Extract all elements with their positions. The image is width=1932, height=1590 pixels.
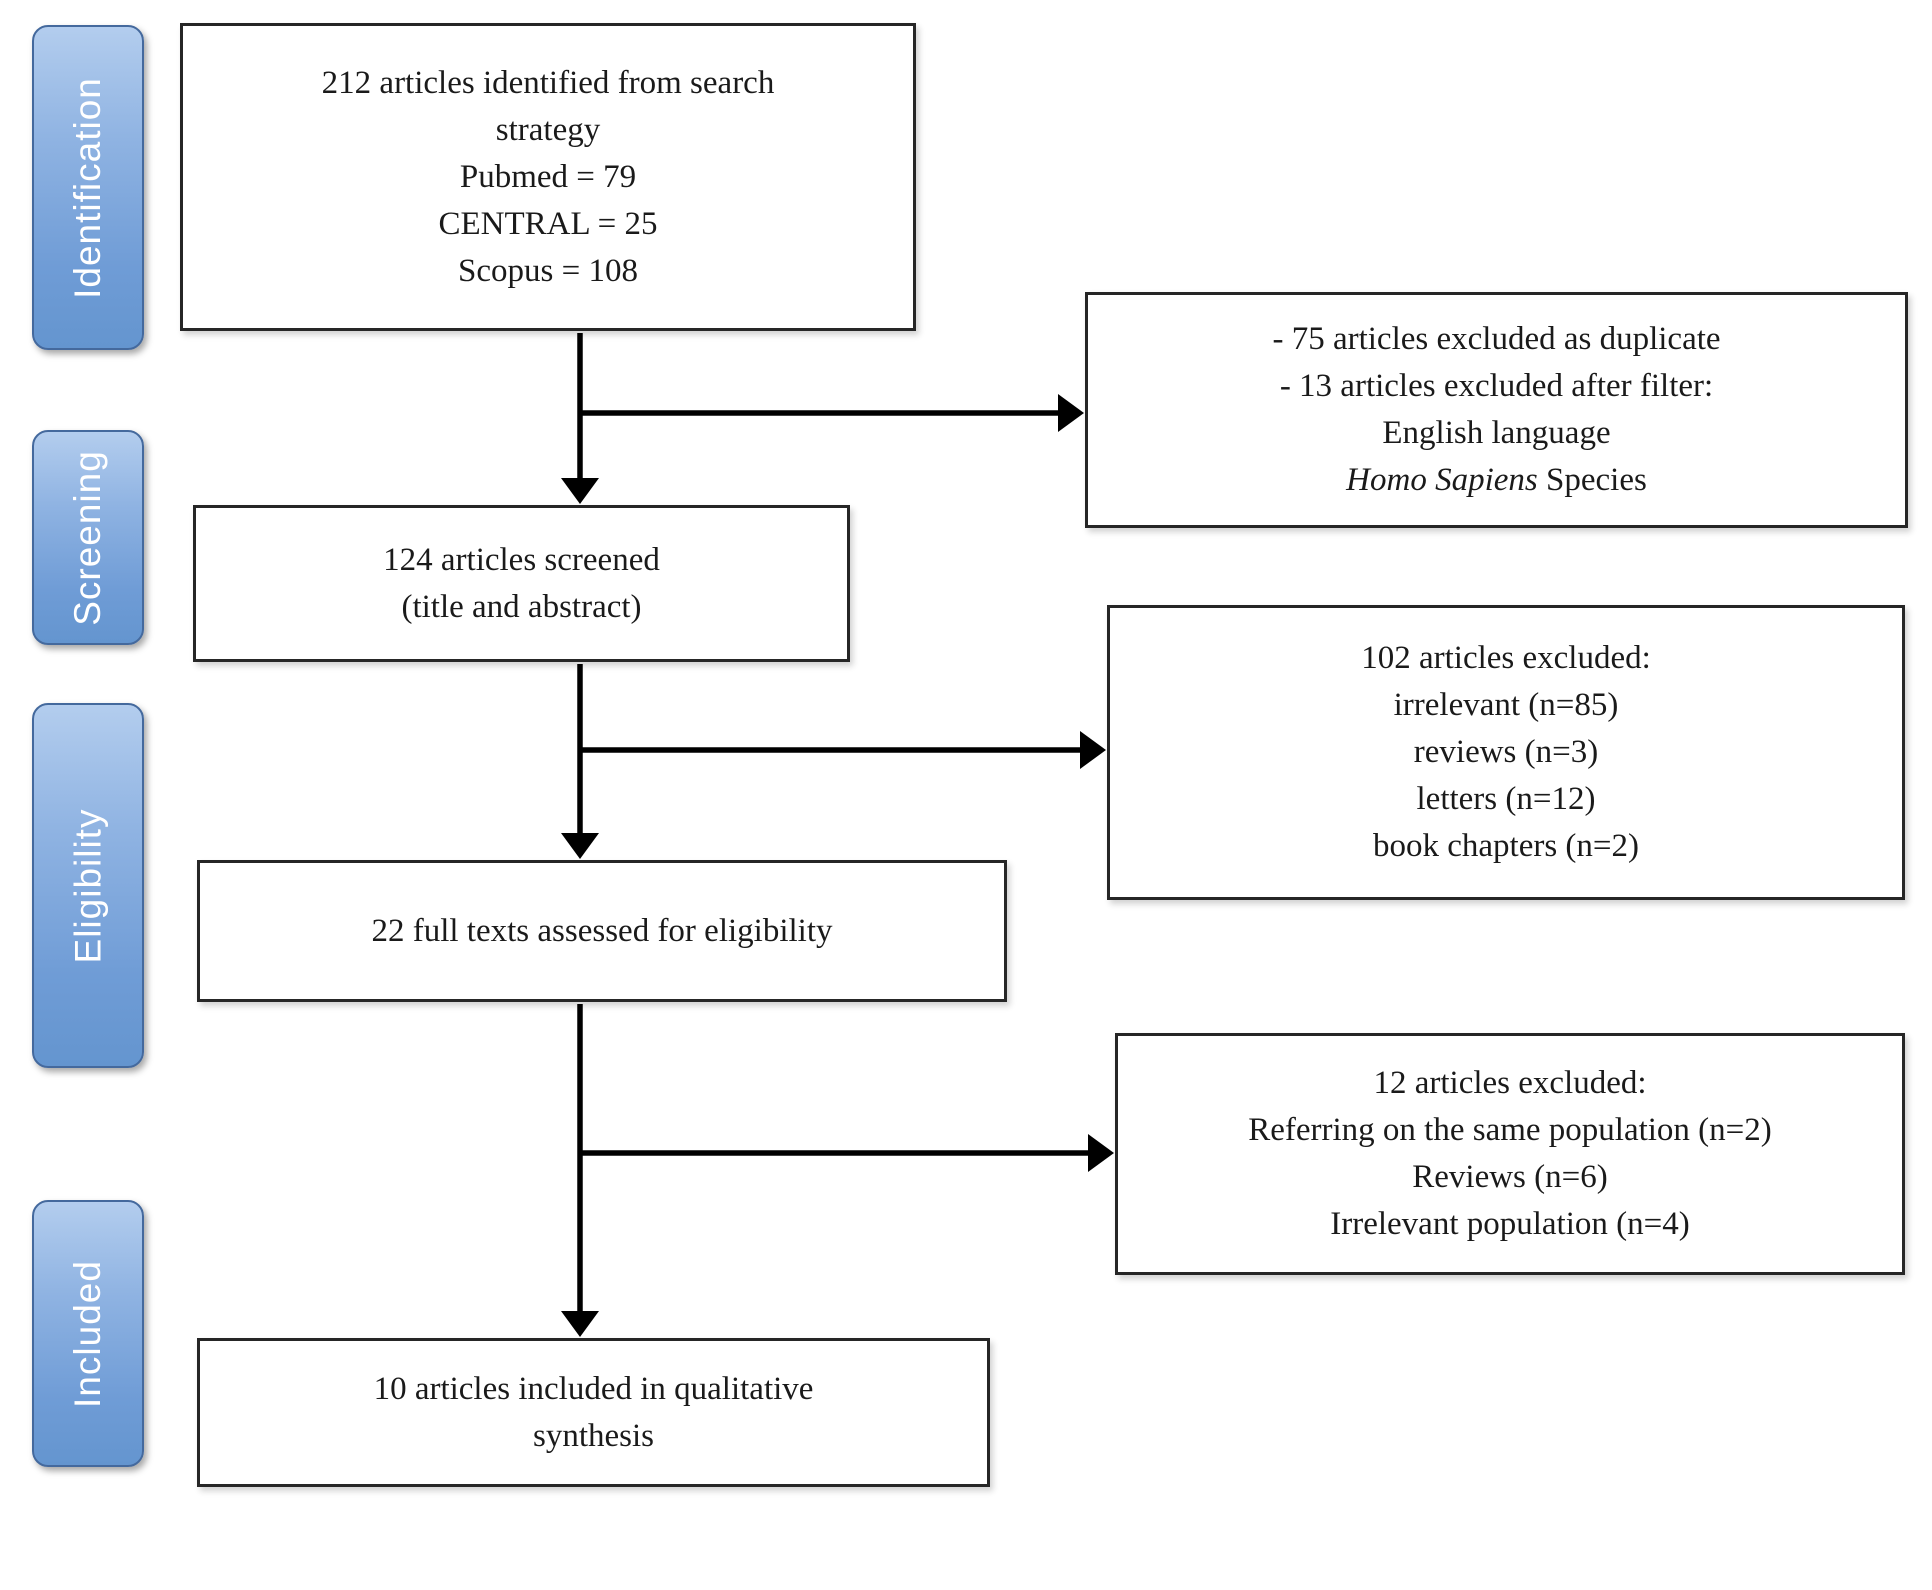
stage-label-eligibility: Eligibility — [32, 703, 144, 1068]
arrow-to-fulltext-exclusions — [580, 1134, 1114, 1172]
box-text-line: 124 articles screened — [383, 541, 660, 578]
box-text-line: Scopus = 108 — [458, 252, 638, 289]
box-text-line: book chapters (n=2) — [1372, 828, 1640, 864]
stage-label-included: Included — [32, 1200, 144, 1467]
arrow-identified-to-screened — [561, 333, 599, 504]
box-text-line: Reviews (n=6) — [1412, 1159, 1608, 1195]
box-text-line: Irrelevant population (n=4) — [1330, 1206, 1690, 1242]
box-text-line: reviews (n=3) — [1413, 734, 1599, 770]
arrow-screened-to-eligible — [561, 664, 599, 859]
box-text-line: strategy — [495, 111, 601, 148]
box-text-line: 12 articles excluded: — [1373, 1065, 1647, 1101]
box-text-line: synthesis — [532, 1417, 654, 1454]
box-excluded-fulltext: 12 articles excluded: Referring on the sa… — [1115, 1033, 1905, 1275]
box-studies-included: 10 articles included in qualitative synth… — [197, 1338, 990, 1487]
box-text-line: 10 articles included in qualitative — [373, 1370, 814, 1407]
box-text-line: - 13 articles excluded after filter: — [1279, 368, 1714, 404]
stage-label-screening: Screening — [32, 430, 144, 645]
arrow-eligible-to-included — [561, 1004, 599, 1337]
box-text-line: 22 full texts assessed for eligibility — [371, 912, 833, 949]
stage-label-identification: Identification — [32, 25, 144, 350]
box-text-line: letters (n=12) — [1416, 781, 1596, 817]
box-text-line: 102 articles excluded: — [1361, 640, 1651, 676]
box-text-line: Pubmed = 79 — [459, 158, 637, 195]
box-text-line: irrelevant (n=85) — [1393, 687, 1619, 723]
box-text-line: English language — [1382, 415, 1611, 451]
box-excluded-screening: 102 articles excluded: irrelevant (n=85) r… — [1107, 605, 1905, 900]
box-text-line: - 75 articles excluded as duplicate — [1272, 321, 1721, 357]
box-text-line: Referring on the same population (n=2) — [1248, 1112, 1772, 1148]
box-text-line: (title and abstract) — [401, 588, 642, 625]
box-fulltext-assessed: 22 full texts assessed for eligibility — [197, 860, 1007, 1002]
stage-label-screening-text: Screening — [67, 449, 109, 626]
arrow-to-screening-exclusions — [580, 731, 1106, 769]
stage-label-eligibility-text: Eligibility — [67, 808, 108, 963]
box-text-line: CENTRAL = 25 — [438, 205, 658, 242]
stage-label-identification-text: Identification — [67, 76, 108, 299]
stage-label-included-text: Included — [67, 1259, 109, 1408]
box-records-identified: 212 articles identified from search strat… — [180, 23, 916, 331]
arrow-to-duplicate-exclusions — [580, 394, 1084, 432]
box-records-screened: 124 articles screened (title and abstract… — [193, 505, 850, 662]
box-excluded-duplicates: - 75 articles excluded as duplicate - 13 … — [1085, 292, 1908, 528]
box-text-line: Homo Sapiens Species — [1346, 462, 1647, 498]
box-text-line: 212 articles identified from search — [321, 64, 775, 101]
